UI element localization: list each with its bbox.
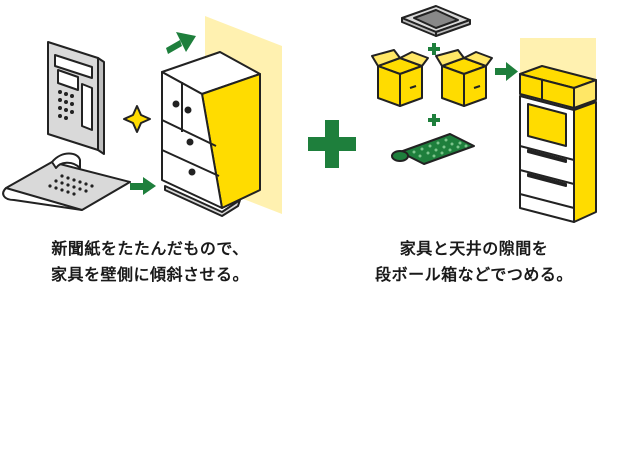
newspaper-icon <box>47 41 105 155</box>
left-illustration <box>2 16 282 217</box>
plus-icon <box>428 114 440 126</box>
arrow-icon <box>495 62 518 81</box>
right-illustration <box>371 5 597 223</box>
rubber-mat-icon <box>391 133 475 165</box>
arrow-icon <box>166 32 196 54</box>
left-caption-line2: 家具を壁側に傾斜させる。 <box>50 265 249 284</box>
sparkle-icon <box>123 105 151 133</box>
right-caption: 家具と天井の隙間を 段ボール箱などでつめる。 <box>325 236 623 288</box>
arrow-icon <box>130 177 156 195</box>
folded-newspaper-icon <box>2 152 131 211</box>
left-caption: 新聞紙をたたんだもので、 家具を壁側に傾斜させる。 <box>0 236 300 288</box>
plus-icon <box>428 43 440 55</box>
left-caption-line1: 新聞紙をたたんだもので、 <box>51 239 249 258</box>
plus-icon <box>308 120 356 168</box>
right-caption-line2: 段ボール箱などでつめる。 <box>375 265 573 284</box>
right-caption-line1: 家具と天井の隙間を <box>399 239 549 258</box>
cardboard-box-icon <box>371 49 429 107</box>
bookshelf-icon <box>519 65 597 223</box>
cardboard-box-icon <box>435 49 493 107</box>
newspaper-icon <box>401 5 471 37</box>
cabinet-icon <box>161 51 261 217</box>
